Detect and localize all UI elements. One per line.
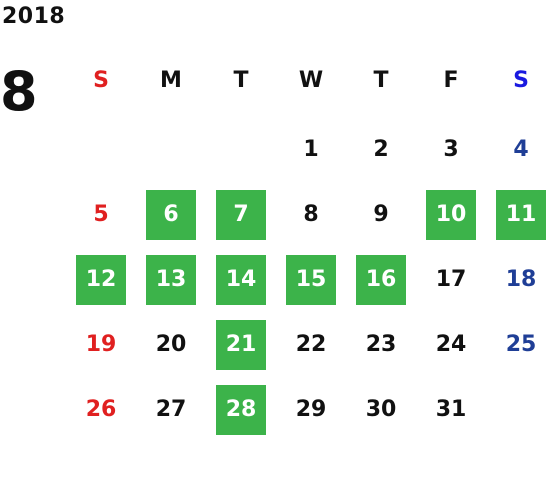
calendar-day[interactable]: 29 (295, 397, 327, 422)
calendar-day[interactable]: 3 (443, 137, 459, 162)
calendar-day[interactable]: 19 (85, 332, 117, 357)
calendar-day-highlighted[interactable]: 6 (146, 190, 196, 240)
calendar-day[interactable]: 22 (295, 332, 327, 357)
calendar-day[interactable]: 23 (365, 332, 397, 357)
calendar-day-highlighted[interactable]: 21 (216, 320, 266, 370)
calendar-day[interactable]: 17 (435, 267, 467, 292)
calendar-day[interactable]: 30 (365, 397, 397, 422)
calendar-day-highlighted[interactable]: 15 (286, 255, 336, 305)
calendar-day[interactable]: 24 (435, 332, 467, 357)
calendar-day[interactable]: 8 (303, 202, 319, 227)
calendar-day[interactable]: 18 (505, 267, 537, 292)
weekday-header-thu: T (373, 68, 389, 93)
calendar-day[interactable]: 25 (505, 332, 537, 357)
weekday-header-sat: S (513, 68, 529, 93)
weekday-header-tue: T (233, 68, 249, 93)
calendar-day[interactable]: 4 (513, 137, 529, 162)
calendar-month: 8 (0, 60, 38, 123)
calendar-day[interactable]: 20 (155, 332, 187, 357)
calendar-day[interactable]: 26 (85, 397, 117, 422)
calendar-year: 2018 (2, 4, 66, 29)
calendar-day[interactable]: 9 (373, 202, 389, 227)
calendar-day-highlighted[interactable]: 10 (426, 190, 476, 240)
calendar-day[interactable]: 2 (373, 137, 389, 162)
calendar-day[interactable]: 1 (303, 137, 319, 162)
calendar-day-highlighted[interactable]: 7 (216, 190, 266, 240)
calendar-day[interactable]: 31 (435, 397, 467, 422)
weekday-header-fri: F (443, 68, 459, 93)
weekday-header-sun: S (93, 68, 109, 93)
weekday-header-wed: W (298, 68, 324, 93)
calendar-day-highlighted[interactable]: 14 (216, 255, 266, 305)
weekday-header-mon: M (160, 68, 182, 93)
calendar-day[interactable]: 5 (93, 202, 109, 227)
calendar-day[interactable]: 27 (155, 397, 187, 422)
calendar-day-highlighted[interactable]: 12 (76, 255, 126, 305)
calendar-day-highlighted[interactable]: 16 (356, 255, 406, 305)
calendar-day-highlighted[interactable]: 13 (146, 255, 196, 305)
calendar-day-highlighted[interactable]: 28 (216, 385, 266, 435)
calendar-day-highlighted[interactable]: 11 (496, 190, 546, 240)
